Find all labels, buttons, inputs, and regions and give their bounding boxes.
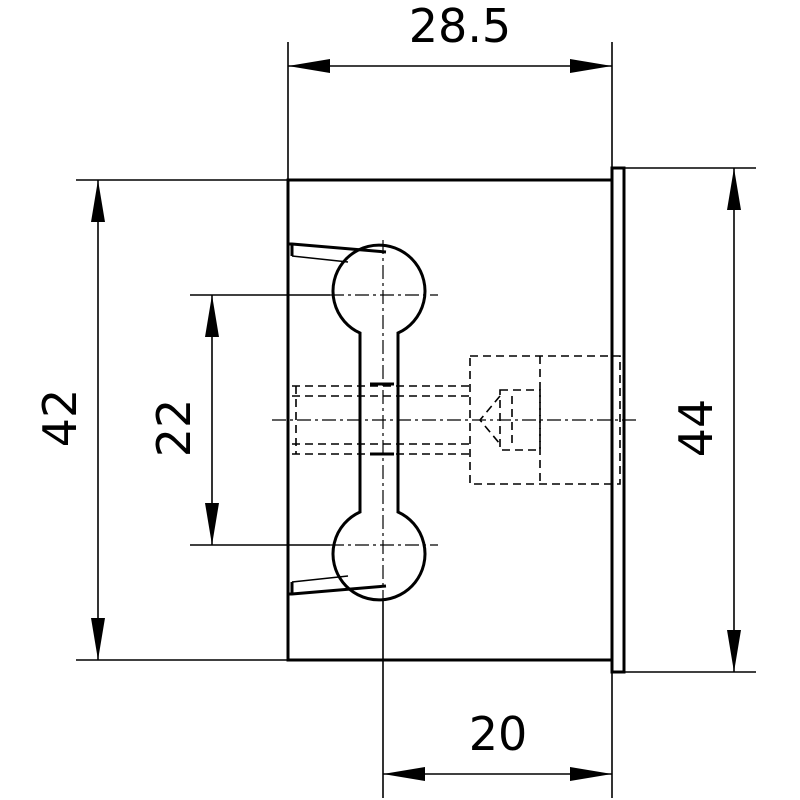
dimension-inner-height: 22 xyxy=(147,294,330,546)
bottom-chamfer xyxy=(288,584,387,596)
arrow-bottom-left xyxy=(383,767,425,781)
arrow-left-bottom xyxy=(91,618,105,660)
dimension-label-inner-height: 22 xyxy=(147,399,201,458)
arrow-bottom-right xyxy=(570,767,612,781)
slot-outline xyxy=(331,243,427,602)
bottom-chamfer-inner xyxy=(291,575,349,583)
top-chamfer-inner xyxy=(291,255,349,263)
dimension-bottom-width: 20 xyxy=(382,600,613,798)
arrow-right-top xyxy=(727,168,741,210)
arrow-top-right xyxy=(570,59,612,73)
arrow-inner-bottom xyxy=(205,503,219,545)
counterbore-hidden xyxy=(469,355,621,485)
dimension-left-height: 42 xyxy=(33,179,288,661)
arrow-inner-top xyxy=(205,295,219,337)
dimension-label-right-height: 44 xyxy=(669,399,723,458)
keyhole-slot xyxy=(288,242,427,602)
arrow-top-left xyxy=(288,59,330,73)
dimension-label-top-width: 28.5 xyxy=(409,0,511,53)
dimension-label-left-height: 42 xyxy=(33,389,87,448)
arrow-right-bottom xyxy=(727,630,741,672)
dimension-label-bottom-width: 20 xyxy=(469,707,528,761)
dimension-top-width: 28.5 xyxy=(287,0,613,180)
center-lines xyxy=(272,240,640,600)
dimension-right-height: 44 xyxy=(624,167,756,673)
arrow-left-top xyxy=(91,180,105,222)
